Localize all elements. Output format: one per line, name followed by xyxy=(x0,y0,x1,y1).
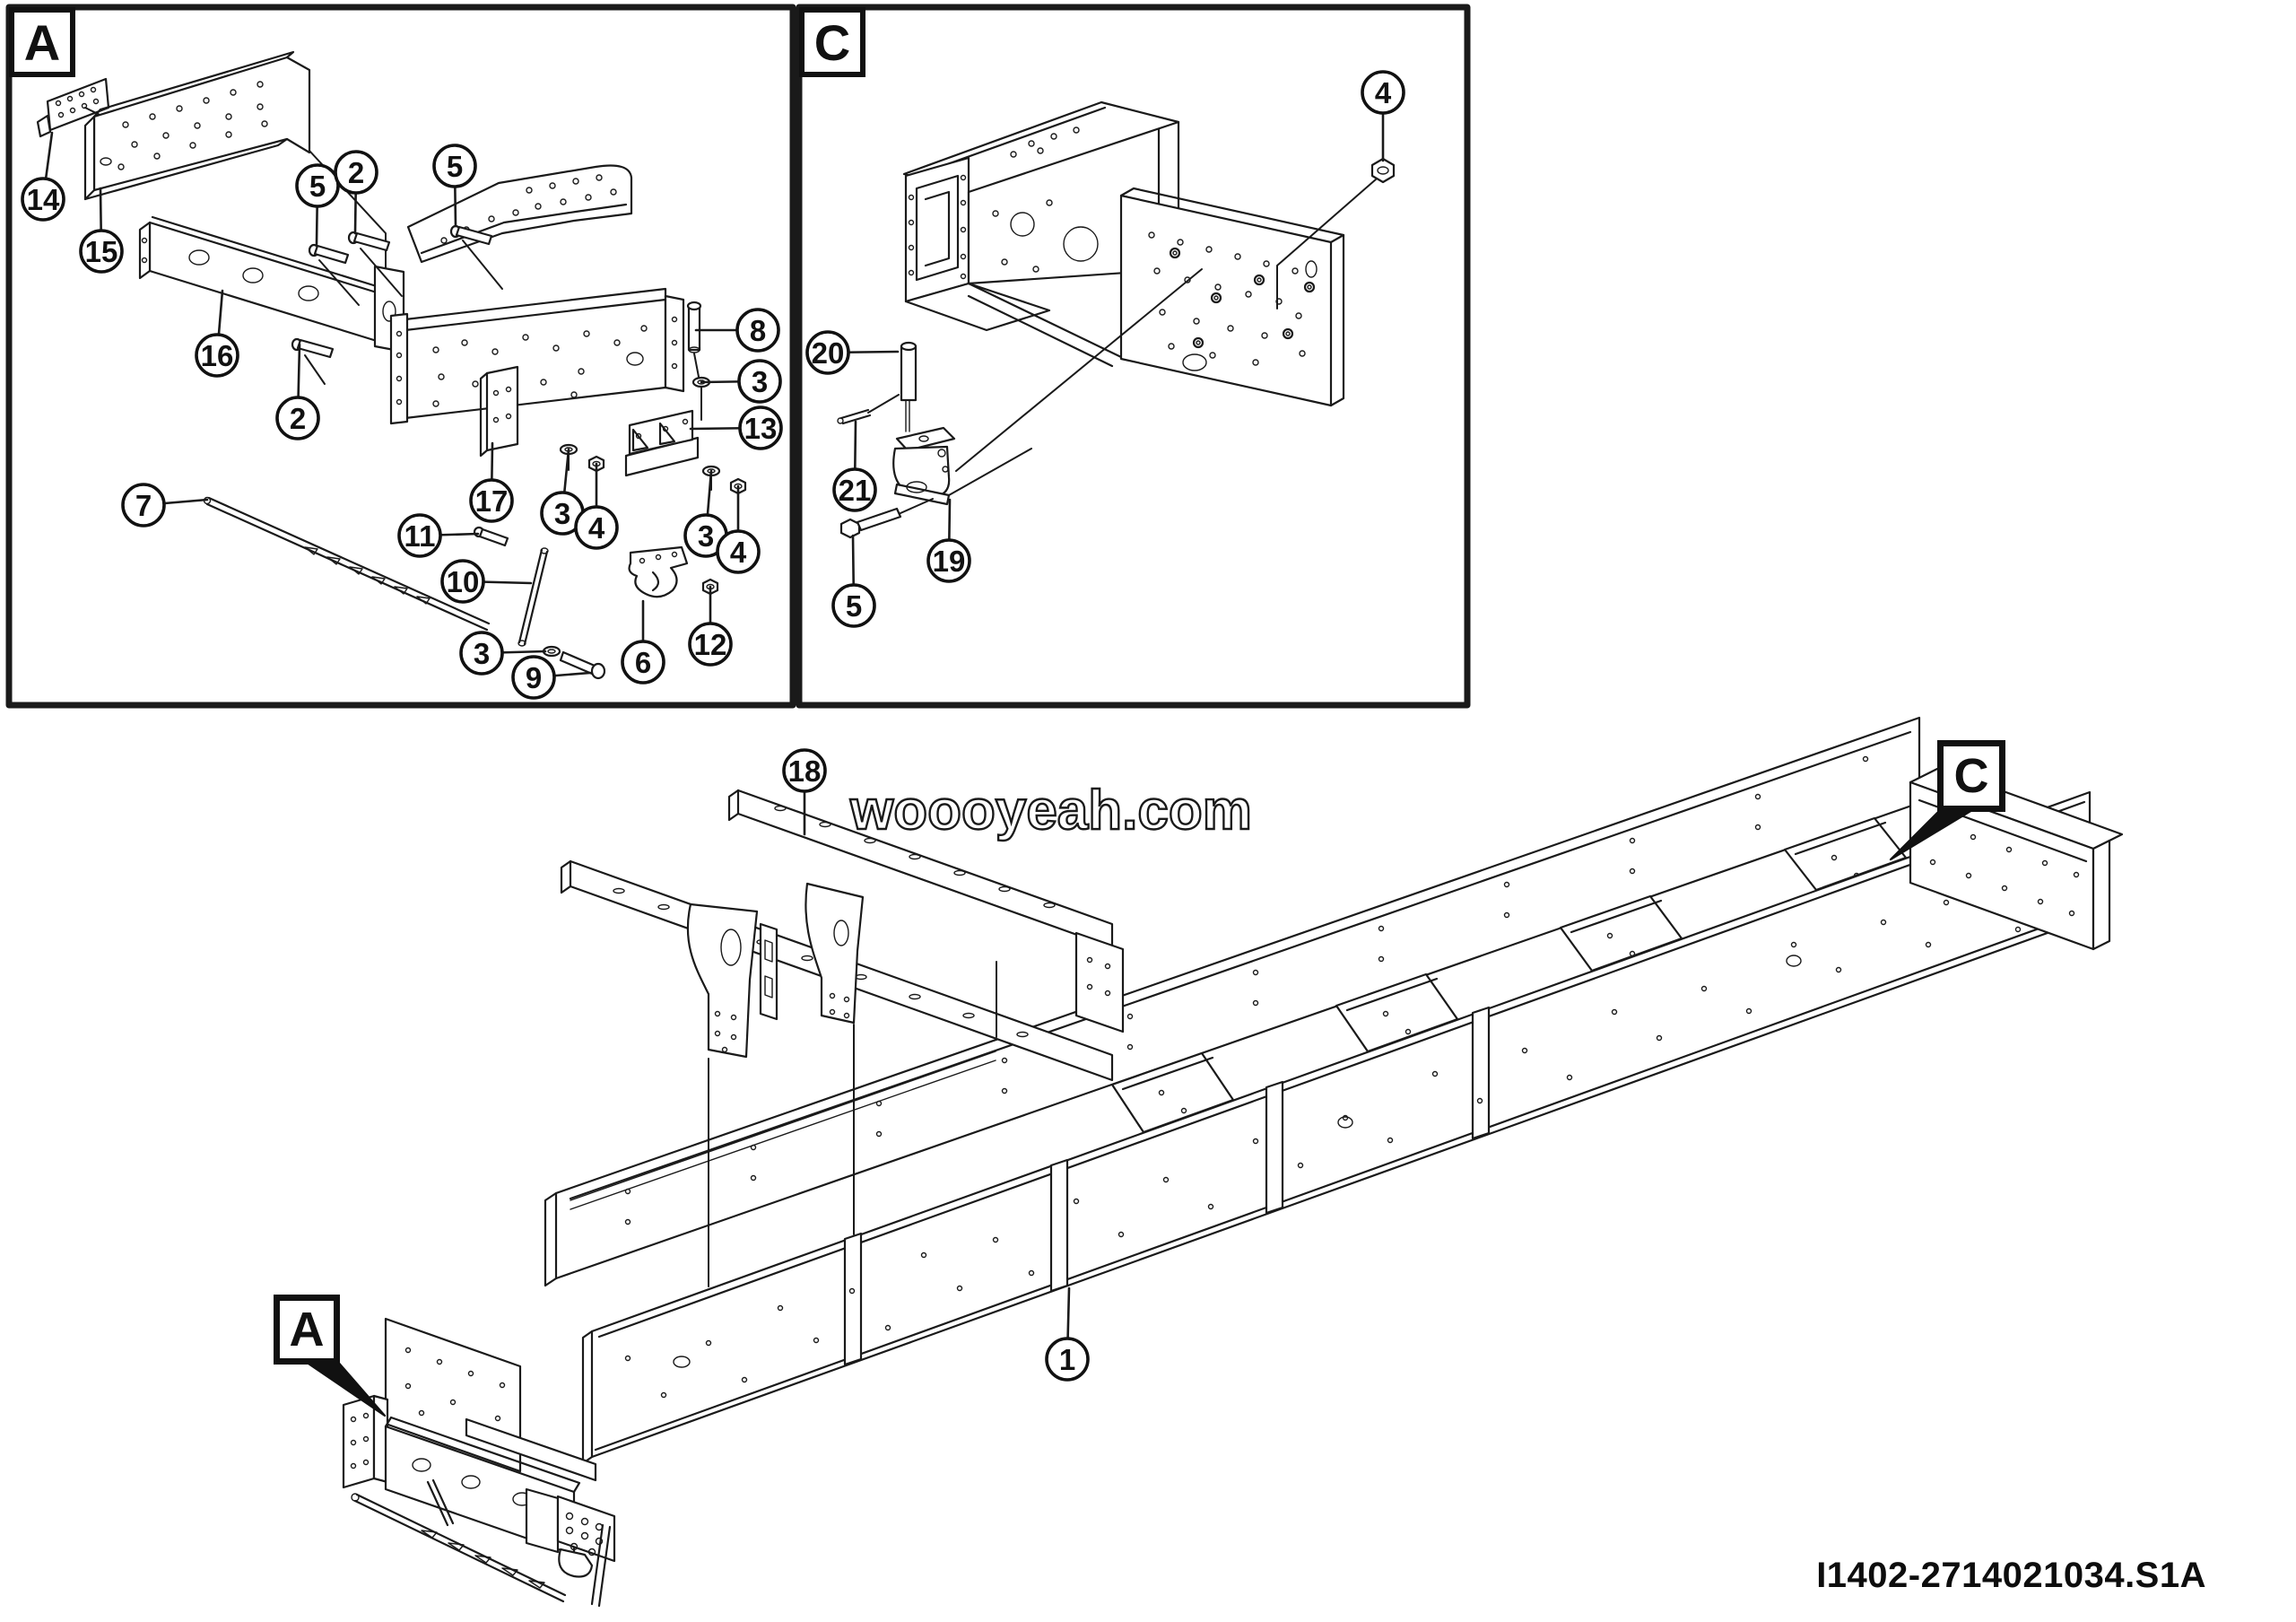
callout-number: 18 xyxy=(788,754,822,788)
callout-3 xyxy=(459,631,504,676)
callout-number: 15 xyxy=(85,235,118,268)
inset-a-drawing xyxy=(36,50,747,680)
callout-number: 21 xyxy=(839,474,872,507)
callout-number: 16 xyxy=(201,339,234,372)
callout-19 xyxy=(926,538,971,583)
callout-12 xyxy=(688,622,733,667)
callout-number: 3 xyxy=(752,365,768,398)
callout-17 xyxy=(469,478,514,523)
callout-2 xyxy=(334,150,378,195)
callout-20 xyxy=(805,330,850,375)
callout-7 xyxy=(121,483,166,528)
callout-18 xyxy=(782,748,827,793)
callout-number: 7 xyxy=(135,489,152,522)
callout-5 xyxy=(432,144,477,188)
main-drawing xyxy=(301,716,2124,1608)
callout-number: 19 xyxy=(933,545,966,578)
main-label-c: C xyxy=(1937,740,2005,812)
callout-number: 3 xyxy=(554,497,570,530)
inset-c-drawing xyxy=(837,100,1396,539)
callout-21 xyxy=(832,467,877,512)
callout-number: 3 xyxy=(474,637,490,670)
callout-14 xyxy=(21,177,65,222)
callout-6 xyxy=(621,640,665,685)
callout-number: 14 xyxy=(27,183,60,216)
callout-number: 1 xyxy=(1059,1343,1075,1376)
callout-number: 5 xyxy=(846,589,862,623)
callout-3 xyxy=(737,359,782,404)
callout-number: 5 xyxy=(447,150,463,183)
callout-number: 10 xyxy=(447,565,480,598)
callout-number: 12 xyxy=(694,628,727,661)
callout-number: 17 xyxy=(475,484,509,518)
callout-number: 2 xyxy=(290,402,306,435)
callout-number: 6 xyxy=(635,646,651,679)
callout-5 xyxy=(295,163,340,208)
callout-number: 4 xyxy=(730,536,747,569)
inset-a-label: A xyxy=(9,7,75,77)
inset-a-frame xyxy=(5,4,796,709)
watermark-text: woooyeah.com xyxy=(849,779,1253,842)
inset-c-frame xyxy=(796,4,1471,709)
callout-16 xyxy=(195,333,239,378)
callout-number: 5 xyxy=(309,170,326,203)
callout-number: 3 xyxy=(698,519,714,553)
callout-2 xyxy=(275,396,320,440)
callout-15 xyxy=(79,229,124,274)
inset-c-label: C xyxy=(799,7,865,77)
callout-number: 4 xyxy=(588,511,605,545)
callout-13 xyxy=(738,406,783,450)
callout-number: 9 xyxy=(526,661,542,694)
callout-4 xyxy=(574,505,619,550)
callout-5 xyxy=(831,583,876,628)
callout-number: 8 xyxy=(750,314,766,347)
callout-number: 4 xyxy=(1375,76,1392,109)
callout-number: 20 xyxy=(812,336,845,370)
callout-4 xyxy=(1361,70,1405,115)
callout-number: 13 xyxy=(744,412,778,445)
callout-1 xyxy=(1045,1337,1090,1382)
callout-number: 2 xyxy=(348,156,364,189)
callout-11 xyxy=(397,513,442,558)
callout-8 xyxy=(735,308,780,353)
part-number: I1402-2714021034.S1A xyxy=(1816,1556,2206,1595)
callout-number: 11 xyxy=(404,519,436,553)
callout-9 xyxy=(511,655,556,700)
callout-10 xyxy=(440,559,485,604)
callout-4 xyxy=(716,529,761,574)
main-label-a: A xyxy=(274,1295,340,1365)
